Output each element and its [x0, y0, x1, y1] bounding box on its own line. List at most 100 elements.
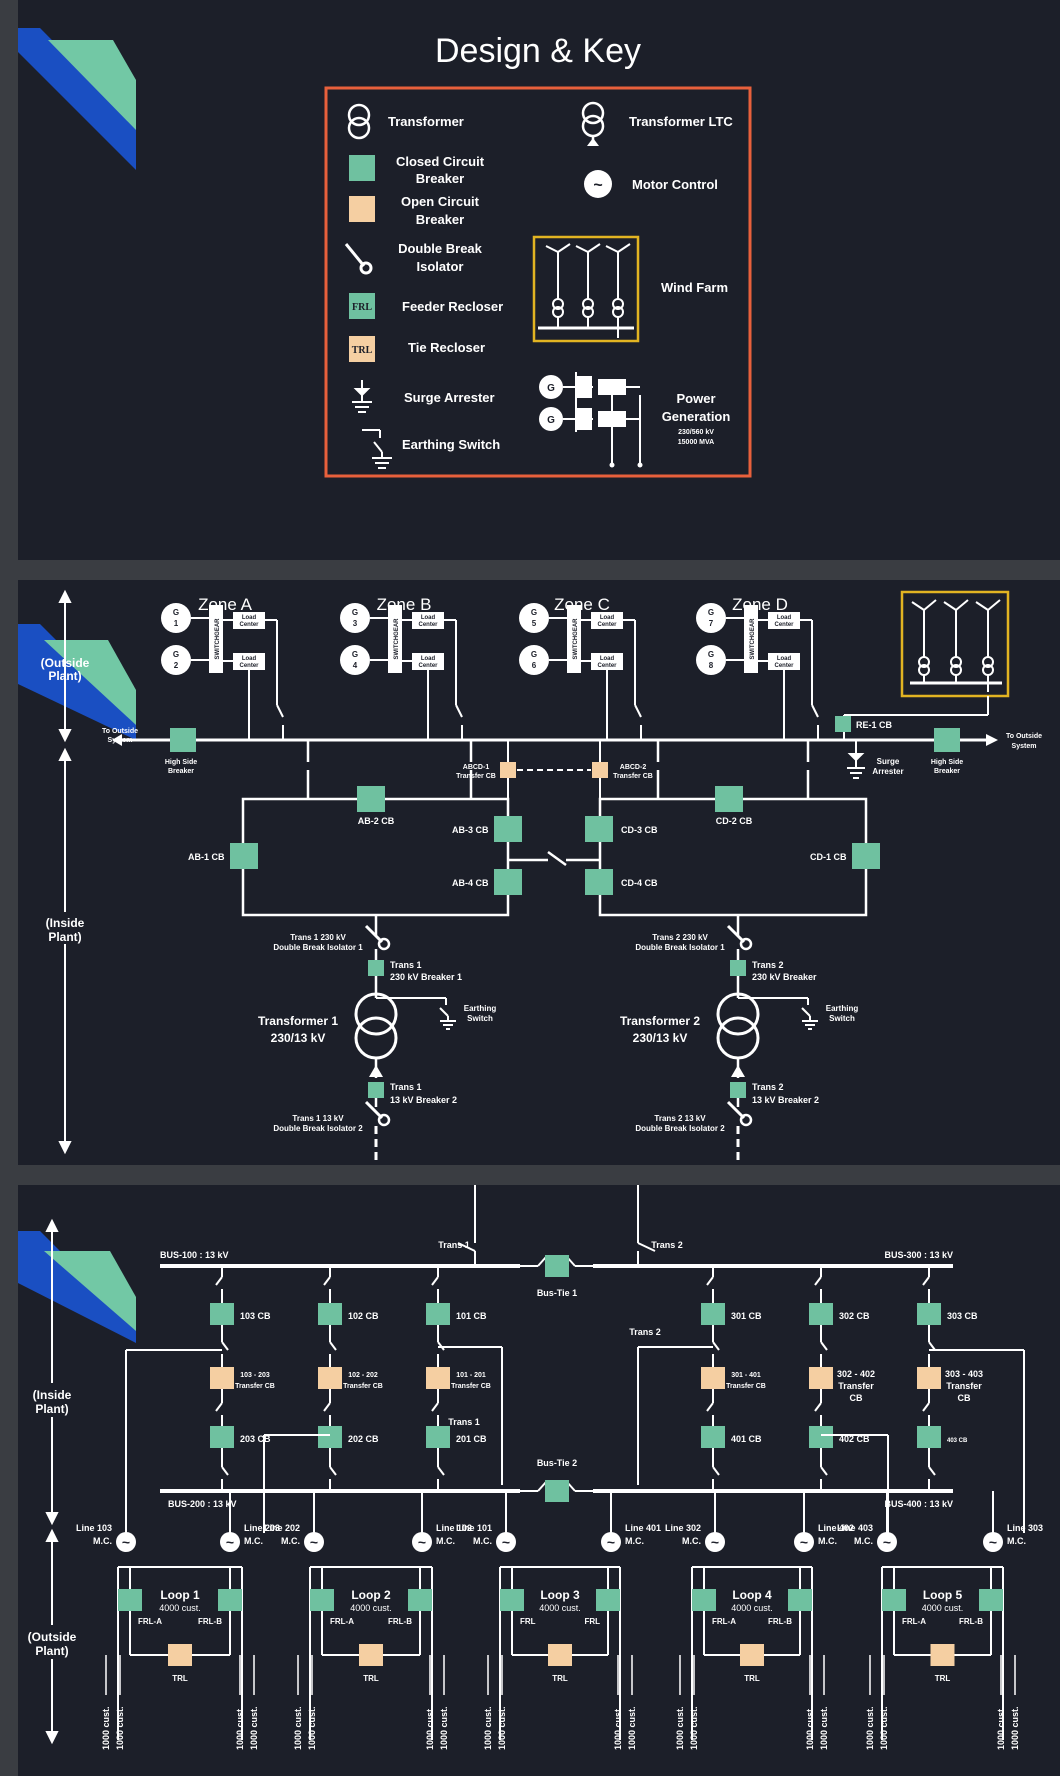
load-center-text-2: Center [239, 663, 259, 669]
zone-b-label: Zone B [377, 595, 432, 614]
trl-cb [359, 1644, 383, 1666]
ab4-cb[interactable] [494, 869, 522, 895]
surge-arrester-icon [847, 740, 865, 779]
trans2-mid-label: Trans 2 [629, 1327, 661, 1337]
trans-breaker-1 [730, 960, 746, 976]
frl-a-cb [500, 1589, 524, 1611]
transformer-winding-2 [354, 1016, 398, 1060]
feeder-cust-label: 1000 cust. [425, 1706, 435, 1750]
abcd1-transfer-cb[interactable] [500, 762, 516, 778]
top-cb [917, 1303, 941, 1325]
load-center-box [412, 612, 444, 629]
high-side-breaker-right[interactable] [934, 728, 960, 752]
bottom-cb-label: 401 CB [731, 1434, 762, 1444]
abcd2-transfer-cb[interactable] [592, 762, 608, 778]
gen-g2: G [547, 415, 555, 426]
ab1-cb[interactable] [230, 843, 258, 869]
isolator-blade [726, 924, 746, 944]
line-label: Line 302 [665, 1523, 701, 1533]
key-box [324, 86, 752, 478]
inside-plant-1: (Inside [46, 916, 85, 930]
isolator-blade [364, 1100, 384, 1120]
feeder-cust-label: 1000 cust. [627, 1706, 637, 1750]
transfer-cb [318, 1367, 342, 1389]
hsb-left-1: High Side [165, 759, 197, 766]
wire [215, 1276, 223, 1286]
load-center-text-2: Center [418, 663, 438, 669]
wire [323, 1402, 331, 1412]
cd4-cb[interactable] [585, 869, 613, 895]
generator-number: 4 [353, 661, 358, 670]
generator-g: G [531, 608, 537, 617]
frl-a-label: FRL-A [902, 1617, 926, 1626]
abcd1-1: ABCD-1 [463, 764, 490, 771]
motor-control-tilde: ~ [607, 1534, 615, 1550]
load-center-box [233, 612, 265, 629]
dist-outside-plant-2: Plant) [35, 1644, 68, 1658]
load-center-text-2: Center [774, 663, 794, 669]
surge-arrester-icon [352, 380, 372, 413]
top-cb [701, 1303, 725, 1325]
isolator-blade [364, 924, 384, 944]
line-label: Line 402 [818, 1523, 854, 1533]
cd1-cb[interactable] [852, 843, 880, 869]
key-closed-cb-1: Closed Circuit [396, 154, 485, 169]
bus200-label: BUS-200 : 13 kV [168, 1499, 237, 1509]
re1-cb[interactable] [835, 716, 851, 732]
hsb-right-2: Breaker [934, 768, 960, 775]
generator-g: G [531, 650, 537, 659]
ab3-cb[interactable] [494, 816, 522, 842]
frl-a-label: FRL-A [330, 1617, 354, 1626]
bottom-cb [809, 1426, 833, 1448]
line-label: Line 401 [625, 1523, 661, 1533]
load-center-box [591, 653, 623, 670]
loop-name: Loop 1 [160, 1588, 200, 1602]
transfer-cb-label: Transfer CB [235, 1383, 275, 1390]
load-center-box [591, 612, 623, 629]
wire [439, 1007, 449, 1017]
wire [323, 1276, 331, 1286]
line-mc-label: M.C. [93, 1536, 112, 1546]
ab3-label: AB-3 CB [452, 825, 489, 835]
frl-a-label: FRL-A [712, 1617, 736, 1626]
load-center-text-2: Center [597, 622, 617, 628]
motor-control-tilde: ~ [593, 177, 602, 194]
line-mc-label: M.C. [244, 1536, 263, 1546]
high-side-breaker-left[interactable] [170, 728, 196, 752]
wire [928, 1341, 936, 1351]
top-cb-label: 302 CB [839, 1311, 870, 1321]
buses [160, 1264, 953, 1493]
abcd2-1: ABCD-2 [620, 764, 647, 771]
bus300-label: BUS-300 : 13 kV [884, 1250, 953, 1260]
bus400-label: BUS-400 : 13 kV [884, 1499, 953, 1509]
motor-control-icon [220, 1532, 240, 1552]
abcd1-2: Transfer CB [456, 773, 496, 780]
ab1-label: AB-1 CB [188, 852, 225, 862]
outside-plant-2: Plant) [48, 669, 81, 683]
bus-tie-1-cb[interactable] [545, 1255, 569, 1277]
to-outside-left-1: To Outside [102, 728, 138, 735]
distribution-svg: (Inside Plant) (Outside Plant) BUS-100 :… [18, 1185, 1043, 1750]
bus-tie-2-cb[interactable] [545, 1480, 569, 1502]
transfer-cb [701, 1367, 725, 1389]
iso1-label-2: Double Break Isolator 1 [273, 943, 363, 952]
cd3-cb[interactable] [585, 816, 613, 842]
trl-icon-text: TRL [352, 345, 373, 356]
switchgear-icon [744, 605, 758, 673]
transfer-cb-label: 303 - 403 [945, 1369, 983, 1379]
bottom-cb-label: 201 CB [456, 1434, 487, 1444]
frl-b-cb [596, 1589, 620, 1611]
zone-d-label: Zone D [732, 595, 788, 614]
feeder-cust-label: 1000 cust. [879, 1706, 889, 1750]
earth-label-1: Earthing [464, 1004, 497, 1013]
switchgear-icon [567, 605, 581, 673]
motor-control-icon [601, 1532, 621, 1552]
ab2-cb[interactable] [357, 786, 385, 812]
brk1-label-2: 230 kV Breaker 1 [390, 972, 462, 982]
cd2-cb[interactable] [715, 786, 743, 812]
line-mc-label: M.C. [818, 1536, 837, 1546]
